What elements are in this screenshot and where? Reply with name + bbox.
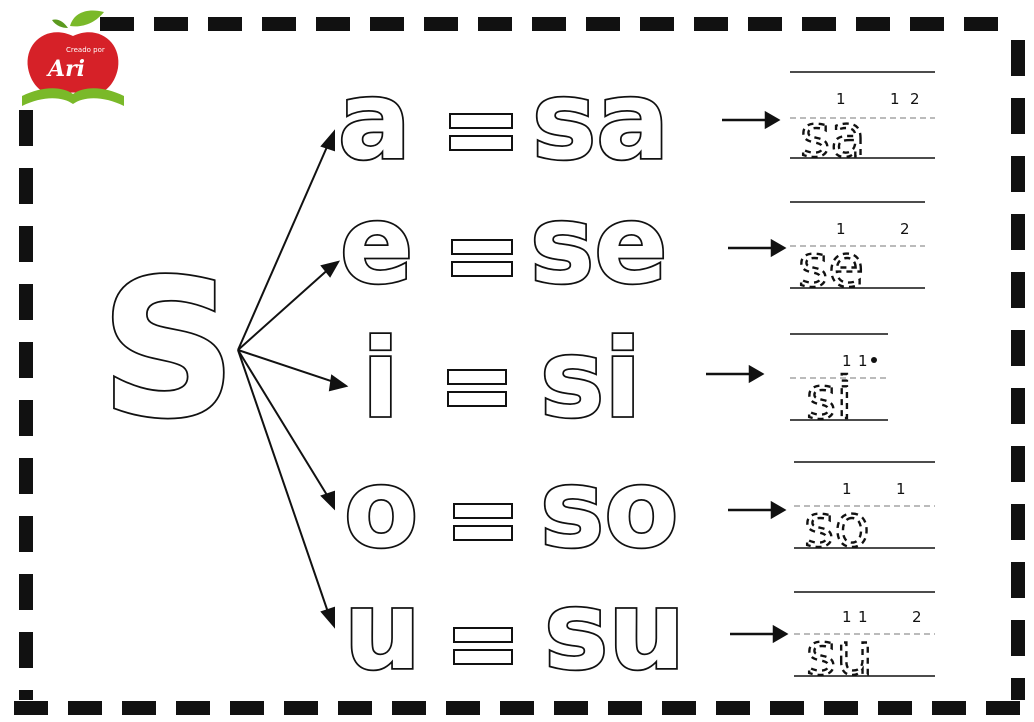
dot-icon (871, 357, 877, 363)
row-so: o so so 1 1 (342, 445, 935, 574)
trace-syllable-se: se (798, 232, 864, 300)
stroke-number: 1 (890, 90, 900, 108)
syllable-si: si (540, 317, 641, 442)
right-arrow-icon (728, 500, 787, 520)
tracing-box-si: si 1 1 (790, 333, 888, 433)
book-icon (22, 88, 124, 106)
equals-sign (453, 627, 513, 665)
stroke-number: 2 (900, 220, 910, 238)
apple-logo: Creado por Ari (22, 10, 124, 106)
right-arrow-icon (728, 238, 787, 258)
tracing-box-so: so 1 1 (794, 461, 935, 561)
row-se: e se se 1 2 (338, 181, 925, 310)
stroke-number: 1 (858, 352, 868, 370)
vowel-o: o (344, 447, 418, 572)
vowel-i: i (362, 317, 399, 442)
stroke-number: 1 (858, 608, 868, 626)
equals-sign (449, 113, 513, 151)
stroke-number: 2 (910, 90, 920, 108)
base-letter: S (100, 239, 237, 460)
tracing-box-su: su 1 1 2 (794, 591, 935, 689)
syllable-sa: sa (532, 59, 669, 184)
vowel-u: u (344, 569, 421, 694)
right-arrow-icon (722, 110, 781, 130)
vowel-e: e (340, 183, 413, 308)
row-si: i si si 1 1 (360, 315, 888, 444)
apple-icon (27, 32, 119, 96)
stroke-number: 1 (842, 608, 852, 626)
syllable-se: se (530, 183, 668, 308)
trace-syllable-sa: sa (800, 102, 866, 170)
branch-arrows (237, 129, 349, 629)
vowel-a: a (338, 59, 411, 184)
leaf-icon (52, 19, 68, 28)
logo-top-text: Creado por (66, 46, 105, 54)
tracing-box-sa: sa 1 1 2 (790, 71, 935, 171)
row-su: u su su 1 1 2 (342, 567, 935, 696)
equals-sign (451, 239, 513, 277)
right-arrow-icon (730, 624, 789, 644)
right-arrow-icon (706, 364, 765, 384)
stroke-number: 1 (842, 480, 852, 498)
trace-syllable-si: si (806, 364, 852, 432)
trace-syllable-so: so (804, 492, 870, 560)
equals-sign (447, 369, 507, 407)
leaf-icon (70, 10, 104, 27)
stroke-number: 1 (836, 220, 846, 238)
stroke-number: 1 (896, 480, 906, 498)
tracing-box-se: se 1 2 (790, 201, 925, 301)
stroke-number: 2 (912, 608, 922, 626)
stroke-number: 1 (836, 90, 846, 108)
row-sa: a sa sa 1 1 2 (336, 57, 935, 186)
syllable-su: su (544, 569, 685, 694)
syllable-so: so (540, 447, 678, 572)
trace-syllable-su: su (806, 620, 873, 688)
equals-sign (453, 503, 513, 541)
stroke-number: 1 (842, 352, 852, 370)
logo-name: Ari (46, 56, 85, 82)
